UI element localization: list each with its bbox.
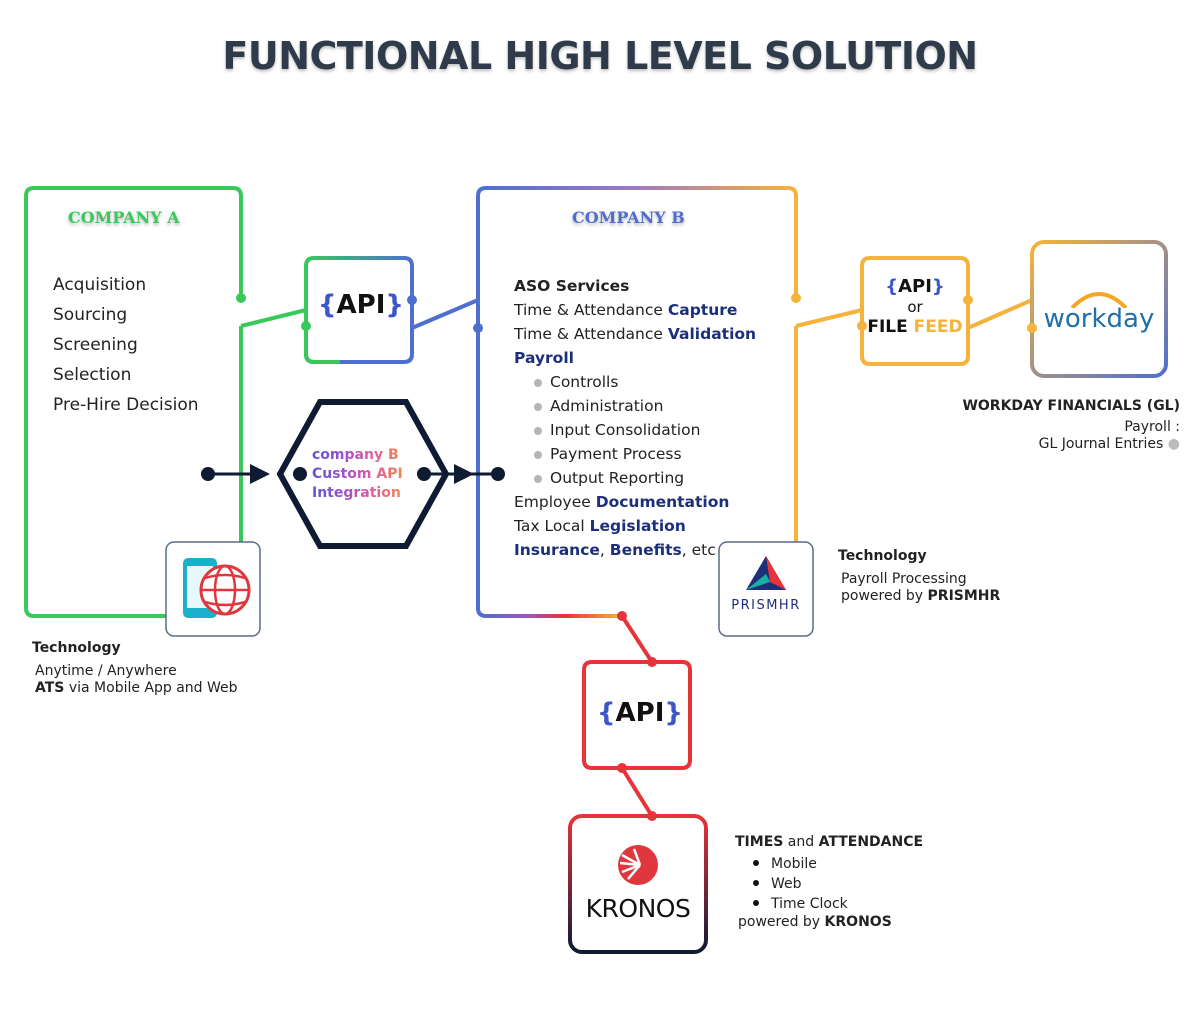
payroll-item: Controlls <box>514 370 756 394</box>
company-a-tech: Technology Anytime / Anywhere ATS via Mo… <box>32 640 238 697</box>
kronos-item: Web <box>735 874 923 894</box>
company-b-tech: Technology Payroll Processing powered by… <box>838 548 1000 605</box>
payroll-heading: Payroll <box>514 349 574 367</box>
api-left-label: {API} <box>318 290 404 320</box>
company-b-tech-line2: powered by PRISMHR <box>841 588 1001 604</box>
company-b-title: COMPANY B <box>572 208 685 227</box>
prismhr-logo-text: PRISMHR <box>731 598 801 613</box>
company-a-tech-title: Technology <box>32 640 121 656</box>
insurance-benefits: Insurance, Benefits, etc <box>514 541 716 559</box>
employee-documentation: Employee Documentation <box>514 493 730 511</box>
company-b-tech-title: Technology <box>838 548 927 564</box>
custom-api-hexagon <box>201 399 505 549</box>
custom-api-label: company B Custom API Integration <box>312 447 403 501</box>
api-left-box <box>301 256 417 364</box>
ta-capture: Time & Attendance Capture <box>514 301 738 319</box>
workday-logo: workday <box>1032 286 1166 334</box>
connector-b-apibottom <box>620 614 654 664</box>
company-a-tech-line2: ATS via Mobile App and Web <box>35 680 238 696</box>
company-a-item: Acquisition <box>53 275 147 295</box>
company-a-item: Screening <box>53 335 138 355</box>
kronos-item: Mobile <box>735 854 923 874</box>
kronos-caption: TIMES and ATTENDANCE Mobile Web Time Clo… <box>735 834 923 931</box>
company-a-list: Acquisition Sourcing Screening Selection… <box>53 270 199 420</box>
connector-b-apiright <box>795 308 863 328</box>
tax-legislation: Tax Local Legislation <box>514 517 686 535</box>
kronos-item: Time Clock <box>735 894 923 914</box>
company-a-item: Selection <box>53 365 132 385</box>
kronos-logo-text: KRONOS <box>585 894 691 923</box>
workday-arc-icon <box>1070 292 1128 308</box>
kronos-powered: powered by KRONOS <box>738 914 892 930</box>
payroll-item: Administration <box>514 394 756 418</box>
connector-apibottom-kronos <box>620 766 654 818</box>
company-b-services: ASO Services Time & Attendance Capture T… <box>514 274 756 562</box>
connector-api-b <box>411 298 479 330</box>
payroll-item: Output Reporting <box>514 466 756 490</box>
api-right-label: {API} or FILE FEED <box>867 276 963 337</box>
company-a-item: Pre-Hire Decision <box>53 395 199 415</box>
kronos-title: TIMES and ATTENDANCE <box>735 834 924 850</box>
ta-validation: Time & Attendance Validation <box>514 325 757 343</box>
connector-a-api <box>240 308 307 328</box>
aso-services: ASO Services <box>514 277 630 295</box>
mobile-web-icon-box <box>165 541 261 637</box>
kronos-box <box>568 811 708 954</box>
prismhr-logo-box <box>718 541 814 637</box>
payroll-item: Payment Process <box>514 442 756 466</box>
connector-apiright-workday <box>967 298 1033 330</box>
company-a-item: Sourcing <box>53 305 128 325</box>
api-right-box <box>857 256 973 366</box>
workday-caption: WORKDAY FINANCIALS (GL) Payroll : GL Jou… <box>962 398 1180 452</box>
api-bottom-label: {API} <box>597 698 683 728</box>
company-a-title: COMPANY A <box>68 208 180 227</box>
page-title: FUNCTIONAL HIGH LEVEL SOLUTION <box>222 34 978 78</box>
workday-box <box>1027 240 1168 378</box>
payroll-item: Input Consolidation <box>514 418 756 442</box>
company-b-tech-line1: Payroll Processing <box>841 571 967 587</box>
company-a-tech-line1: Anytime / Anywhere <box>35 663 177 679</box>
